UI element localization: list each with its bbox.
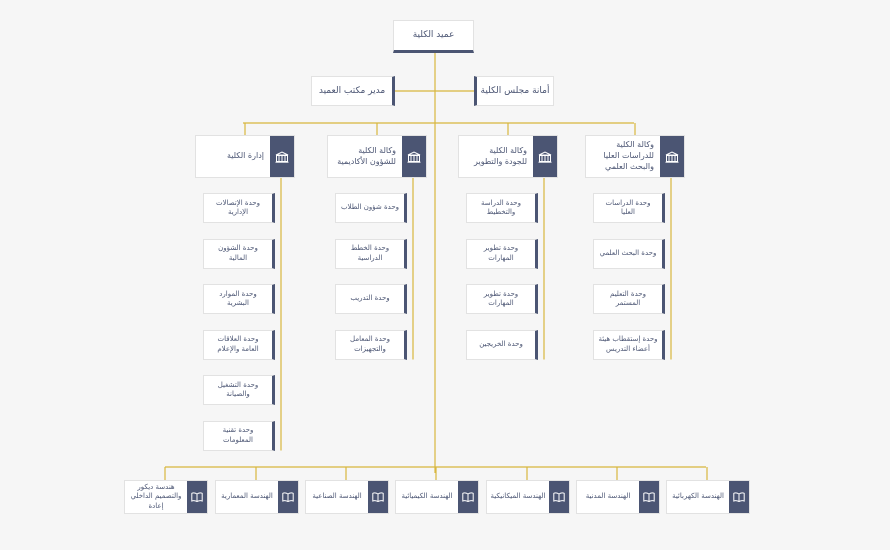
book-icon xyxy=(458,481,478,513)
unit-box[interactable]: وحدة التشغيل والصيانة xyxy=(203,375,275,405)
unit-label: وحدة البحث العلمي xyxy=(599,248,657,257)
department-box[interactable]: الهندسة الميكانيكية xyxy=(486,480,570,514)
unit-label: وحدة الدراسات العليا xyxy=(605,198,651,216)
department-box[interactable]: الهندسة المعمارية xyxy=(215,480,299,514)
unit-box[interactable]: وحدة التدريب xyxy=(335,284,407,314)
unit-label: وحدة تقنية المعلومات xyxy=(222,426,254,444)
book-icon xyxy=(639,481,659,513)
vice-dean-box[interactable]: وكالة الكلية للجودة والتطوير xyxy=(458,135,558,178)
vice-dean-label: وكالة الكلية للدراسات العليا والبحث العل… xyxy=(603,140,654,171)
department-label: هندسة ديكور والتصميم الداخلي إعادة xyxy=(130,482,182,510)
dean-box[interactable]: عميد الكلية xyxy=(393,20,474,53)
unit-box[interactable]: وحدة الدراسة والتخطيط xyxy=(466,193,538,223)
vice-dean-box[interactable]: وكالة الكلية للشؤون الأكاديمية xyxy=(327,135,427,178)
unit-box[interactable]: وحدة الإتصالات الإدارية xyxy=(203,193,275,223)
unit-label: وحدة الدراسة والتخطيط xyxy=(481,198,521,216)
department-label: الهندسة الميكانيكية xyxy=(490,492,546,501)
department-label: الهندسة المدنية xyxy=(585,492,631,501)
unit-label: وحدة العلاقات العامة والإعلام xyxy=(217,335,259,353)
department-box[interactable]: الهندسة الكيميائية xyxy=(395,480,479,514)
book-icon xyxy=(549,481,569,513)
department-box[interactable]: هندسة ديكور والتصميم الداخلي إعادة xyxy=(124,480,208,514)
unit-box[interactable]: وحدة الموارد البشرية xyxy=(203,284,275,314)
unit-label: وحدة الإتصالات الإدارية xyxy=(216,198,260,216)
unit-label: وحدة الشؤون المالية xyxy=(218,244,258,262)
dean-label: عميد الكلية xyxy=(412,30,455,41)
building-icon xyxy=(660,136,684,177)
unit-box[interactable]: وحدة الخطط الدراسية xyxy=(335,238,407,269)
vice-dean-label: وكالة الكلية للشؤون الأكاديمية xyxy=(337,145,396,166)
unit-label: وحدة تطوير المهارات xyxy=(483,289,519,307)
unit-label: وحدة تطوير المهارات xyxy=(483,244,519,262)
unit-label: وحدة إستقطاب هيئة أعضاء التدريس xyxy=(598,335,658,353)
unit-box[interactable]: وحدة إستقطاب هيئة أعضاء التدريس xyxy=(593,329,665,360)
unit-box[interactable]: وحدة الخريجين xyxy=(466,329,538,360)
unit-box[interactable]: وحدة العلاقات العامة والإعلام xyxy=(203,329,275,360)
book-icon xyxy=(278,481,298,513)
unit-label: وحدة التشغيل والصيانة xyxy=(217,380,259,398)
vice-dean-box[interactable]: إدارة الكلية xyxy=(195,135,295,178)
unit-box[interactable]: وحدة المعامل والتجهيزات xyxy=(335,329,407,360)
unit-box[interactable]: وحدة تطوير المهارات xyxy=(466,284,538,314)
unit-box[interactable]: وحدة تطوير المهارات xyxy=(466,238,538,269)
unit-box[interactable]: وحدة شؤون الطلاب xyxy=(335,193,407,223)
council-secretariat-box[interactable]: أمانة مجلس الكلية xyxy=(474,76,554,106)
unit-label: وحدة الخريجين xyxy=(479,339,523,348)
department-box[interactable]: الهندسة الكهربائية xyxy=(666,480,750,514)
book-icon xyxy=(187,481,207,513)
vice-dean-label: إدارة الكلية xyxy=(226,151,264,161)
department-label: الهندسة الصناعية xyxy=(312,492,362,501)
building-icon xyxy=(533,136,557,177)
dean-office-director-box[interactable]: مدير مكتب العميد xyxy=(311,76,395,106)
council-secretariat-label: أمانة مجلس الكلية xyxy=(480,85,550,96)
unit-box[interactable]: وحدة التعليم المستمر xyxy=(593,284,665,314)
unit-box[interactable]: وحدة الدراسات العليا xyxy=(593,193,665,223)
department-label: الهندسة المعمارية xyxy=(221,492,273,501)
building-icon xyxy=(402,136,426,177)
book-icon xyxy=(368,481,388,513)
unit-box[interactable]: وحدة الشؤون المالية xyxy=(203,238,275,269)
book-icon xyxy=(729,481,749,513)
unit-box[interactable]: وحدة تقنية المعلومات xyxy=(203,420,275,451)
dean-office-director-label: مدير مكتب العميد xyxy=(318,85,386,96)
vice-dean-box[interactable]: وكالة الكلية للدراسات العليا والبحث العل… xyxy=(585,135,685,178)
department-box[interactable]: الهندسة المدنية xyxy=(576,480,660,514)
unit-label: وحدة التدريب xyxy=(350,294,390,303)
unit-label: وحدة الخطط الدراسية xyxy=(350,244,390,262)
department-label: الهندسة الكيميائية xyxy=(401,492,453,501)
building-icon xyxy=(270,136,294,177)
unit-label: وحدة المعامل والتجهيزات xyxy=(350,335,390,353)
unit-label: وحدة شؤون الطلاب xyxy=(340,203,400,212)
department-box[interactable]: الهندسة الصناعية xyxy=(305,480,389,514)
unit-label: وحدة التعليم المستمر xyxy=(610,289,646,307)
department-label: الهندسة الكهربائية xyxy=(672,492,724,501)
unit-box[interactable]: وحدة البحث العلمي xyxy=(593,238,665,269)
vice-dean-label: وكالة الكلية للجودة والتطوير xyxy=(474,145,527,166)
unit-label: وحدة الموارد البشرية xyxy=(219,289,257,307)
